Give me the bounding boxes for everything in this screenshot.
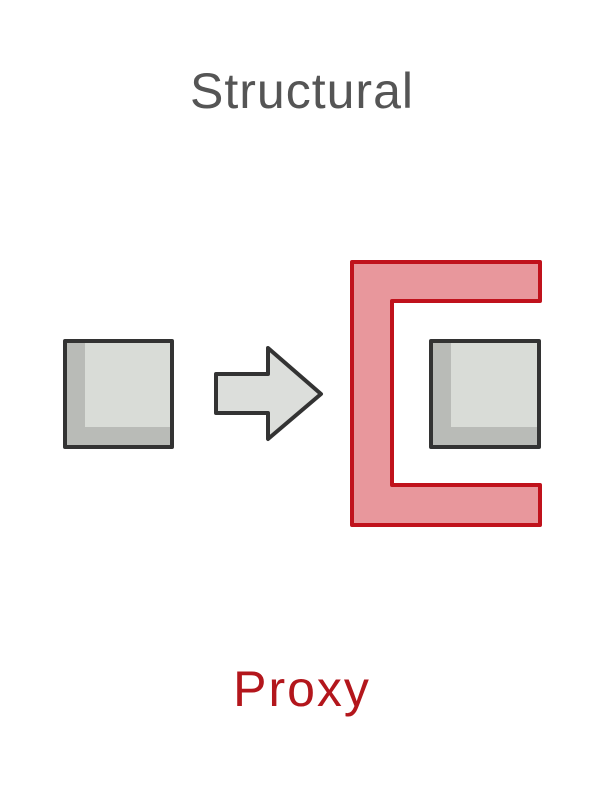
category-title: Structural	[190, 63, 414, 119]
square-object-icon	[63, 339, 174, 449]
proxy-bracket-icon	[350, 260, 542, 527]
square-object-icon-real	[429, 339, 541, 449]
pattern-name: Proxy	[233, 661, 371, 717]
right-arrow-icon	[214, 346, 323, 441]
